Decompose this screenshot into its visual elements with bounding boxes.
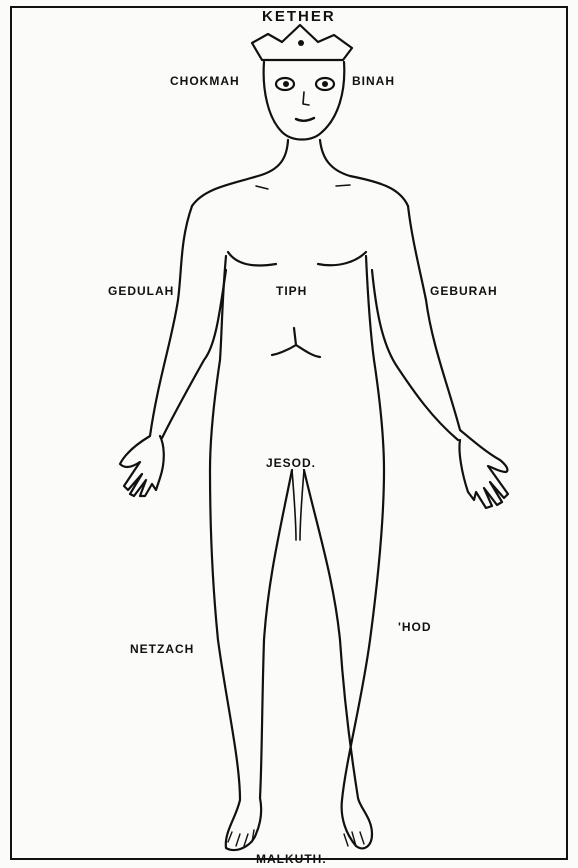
mouth [296,118,314,121]
right-neck-shoulder [320,140,408,206]
nose [303,92,309,105]
abdomen-mark [272,328,296,355]
label-kether: KETHER [262,8,336,25]
left-arm-outer [120,206,192,496]
left-chest-line [228,252,276,266]
right-body-side [304,256,384,848]
label-chokmah: CHOKMAH [170,74,240,88]
crown-jewel [298,40,304,46]
label-gedulah: GEDULAH [108,284,174,298]
label-tiph: TIPH [276,284,307,298]
left-body-side [210,256,292,850]
label-binah: BINAH [352,74,395,88]
label-malkuth: MALKUTH. [256,852,327,866]
right-arm-outer [408,206,508,508]
right-chest-line [318,252,366,265]
label-hod: 'HOD [398,620,432,634]
left-neck-shoulder [192,140,288,206]
label-netzach: NETZACH [130,642,194,656]
label-geburah: GEBURAH [430,284,498,298]
label-jesod: JESOD. [266,456,316,470]
